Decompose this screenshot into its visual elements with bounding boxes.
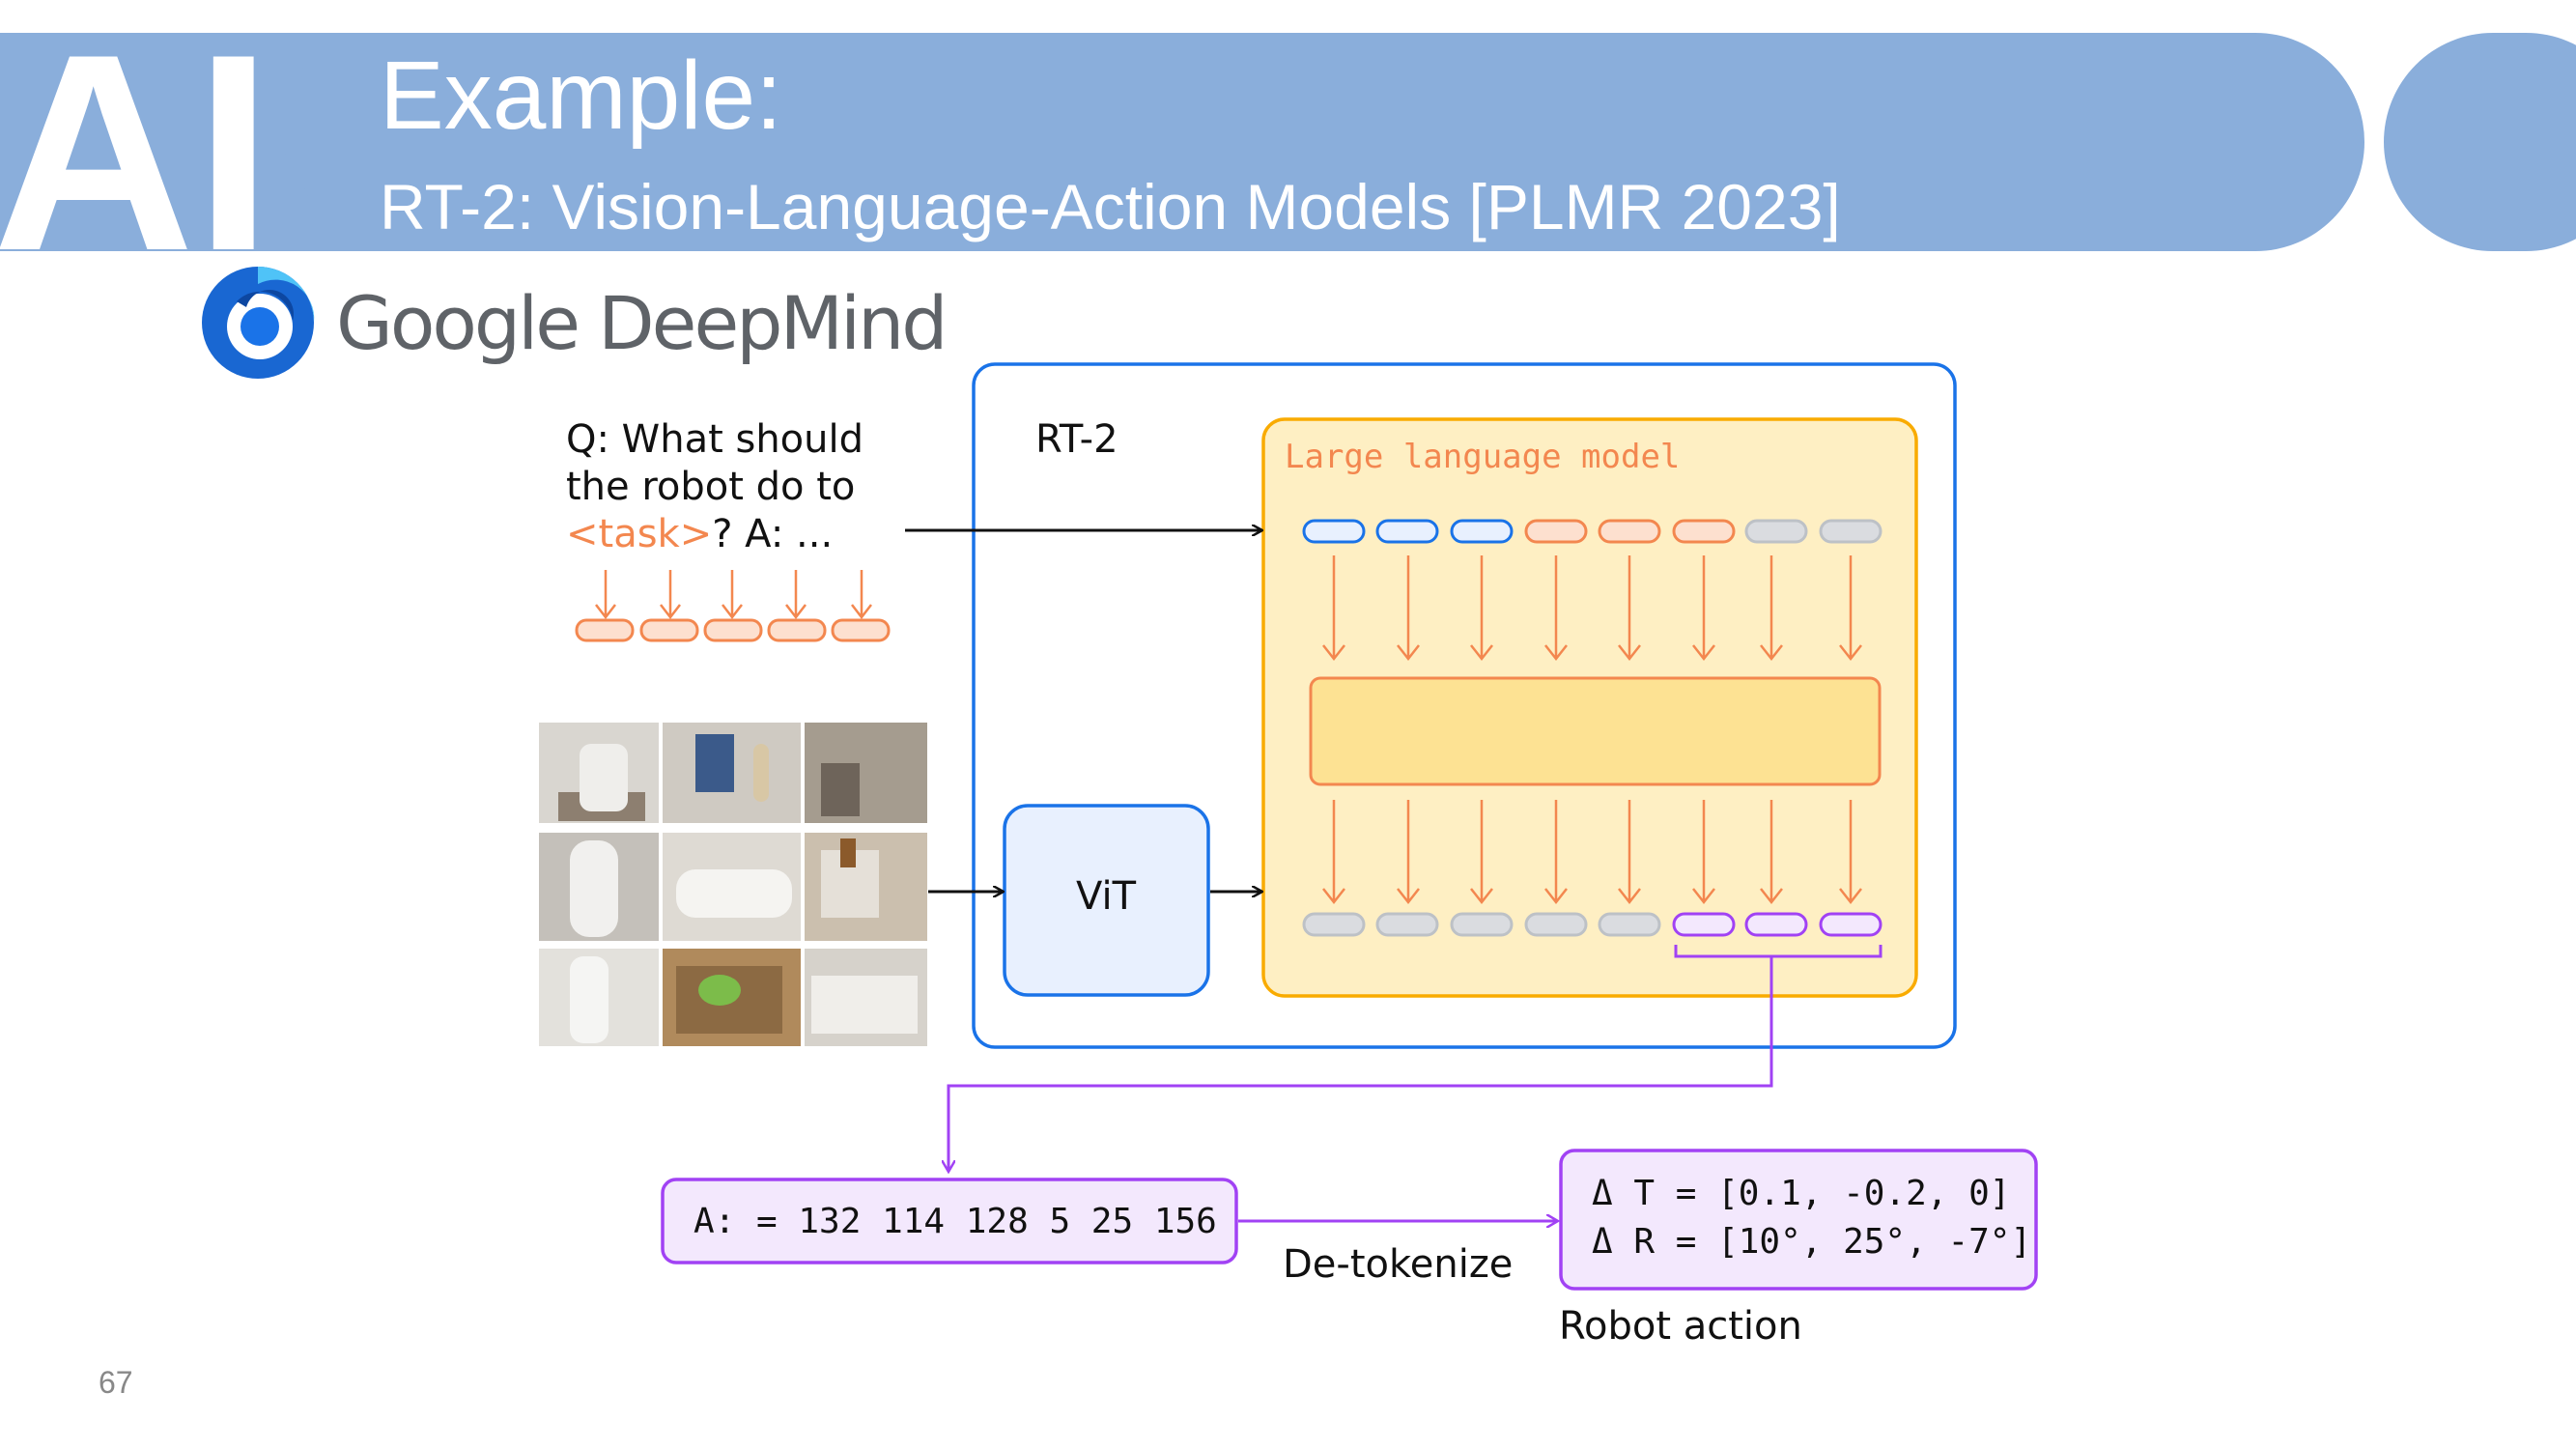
- action-token-purple: [1744, 912, 1808, 937]
- action-tokens-box: [661, 1178, 1238, 1264]
- vit-label: ViT: [1076, 874, 1137, 919]
- deepmind-logo-icon: [202, 267, 315, 379]
- action-token-purple: [1819, 912, 1882, 937]
- action-token-purple: [1672, 912, 1736, 937]
- robot-action-label: Robot action: [1559, 1304, 1802, 1349]
- llm-down-arrows-bottom: [1322, 800, 1862, 905]
- llm-input-tokens: [1302, 519, 1882, 544]
- text-token-orange: [1598, 519, 1661, 544]
- deepmind-brand-name: Google DeepMind: [336, 280, 948, 366]
- rt2-label: RT-2: [1035, 417, 1118, 462]
- output-token-grey: [1524, 912, 1588, 937]
- vit-box: [1003, 804, 1210, 997]
- prompt-line-1: Q: What should: [566, 417, 864, 462]
- detokenize-label: De-tokenize: [1283, 1242, 1514, 1287]
- prompt-line-3: <task>? A: ...: [566, 512, 833, 556]
- prompt-tokens: [575, 618, 891, 642]
- slide-title: Example:: [380, 42, 782, 150]
- llm-output-tokens: [1302, 912, 1882, 937]
- llm-core-block: [1309, 676, 1882, 786]
- action-tokens-text: A: = 132 114 128 5 25 156: [694, 1202, 1217, 1241]
- delta-r-text: Δ R = [10°, 25°, -7°]: [1592, 1222, 2032, 1262]
- output-token-grey: [1450, 912, 1514, 937]
- action-token-bracket: [1674, 945, 1882, 958]
- text-token-grey: [1744, 519, 1808, 544]
- robot-image-patches: [539, 723, 927, 1046]
- text-token-orange: [1672, 519, 1736, 544]
- output-token-grey: [1598, 912, 1661, 937]
- delta-t-text: Δ T = [0.1, -0.2, 0]: [1592, 1174, 2011, 1213]
- llm-down-arrows-top: [1322, 555, 1862, 662]
- prompt-answer-stub: ? A: ...: [712, 512, 834, 556]
- header-decoration: [2384, 33, 2576, 251]
- output-token-grey: [1375, 912, 1439, 937]
- prompt-token: [703, 618, 763, 642]
- head-silhouette: [278, 33, 377, 251]
- text-token-blue: [1375, 519, 1439, 544]
- text-token-grey: [1819, 519, 1882, 544]
- prompt-line-2: the robot do to: [566, 465, 856, 509]
- slide-subtitle: RT-2: Vision-Language-Action Models [PLM…: [380, 171, 1841, 242]
- prompt-token: [831, 618, 891, 642]
- prompt-token: [575, 618, 635, 642]
- prompt-down-arrows: [595, 570, 872, 620]
- text-token-orange: [1524, 519, 1588, 544]
- task-placeholder: <task>: [566, 512, 713, 556]
- prompt-token: [767, 618, 827, 642]
- ai-logo: AI: [0, 33, 377, 251]
- robot-action-box: [1559, 1149, 2038, 1291]
- action-route-arrow: [948, 956, 1773, 1171]
- page-number: 67: [99, 1365, 133, 1400]
- prompt-token: [639, 618, 699, 642]
- text-token-blue: [1450, 519, 1514, 544]
- llm-label: Large language model: [1285, 438, 1681, 476]
- header-band: [0, 33, 2364, 251]
- ai-logo-letters: AI: [0, 33, 272, 251]
- rt2-box: [972, 362, 1957, 1049]
- output-token-grey: [1302, 912, 1366, 937]
- text-token-blue: [1302, 519, 1366, 544]
